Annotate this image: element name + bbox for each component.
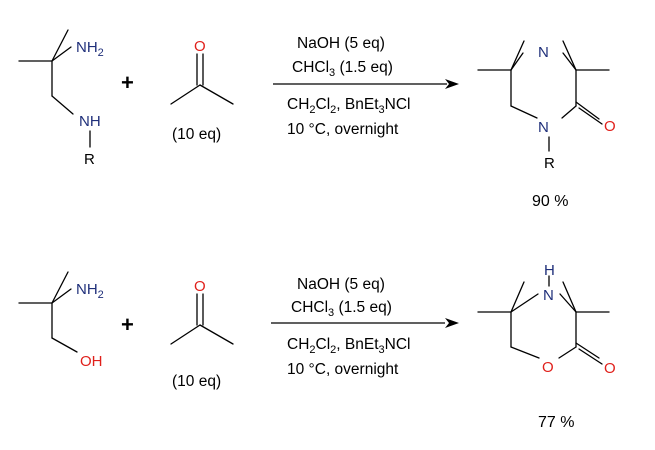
reagent-chcl3: CHCl3 (1.5 eq) [292, 59, 393, 79]
r-group-label: R [84, 151, 95, 168]
lactam-oxygen-label: O [604, 118, 616, 135]
morpholinone-product: H N O O [477, 262, 616, 377]
carbonyl-oxygen-label: O [194, 278, 206, 295]
temperature-time: 10 °C, overnight [287, 361, 399, 378]
product-r-group-label: R [544, 155, 555, 172]
amine-nh2-label: NH2 [76, 281, 104, 301]
acetone-reactant: O (10 eq) [170, 278, 234, 390]
ring-n-label: N [543, 287, 554, 304]
amine-nh-label: NH [79, 113, 101, 130]
reagent-naoh: NaOH (5 eq) [297, 276, 385, 293]
solvent-catalyst: CH2Cl2, BnEt3NCl [287, 336, 410, 356]
temperature-time: 10 °C, overnight [287, 121, 399, 138]
ring-h-label: H [544, 262, 555, 279]
aminoalcohol-reactant: NH2 OH [18, 271, 104, 370]
solvent-catalyst: CH2Cl2, BnEt3NCl [287, 96, 410, 116]
lactone-oxygen-label: O [604, 360, 616, 377]
reaction-arrow [273, 79, 459, 89]
reagent-naoh: NaOH (5 eq) [297, 35, 385, 52]
hydroxyl-label: OH [80, 353, 103, 370]
acetone-reactant: O (10 eq) [170, 38, 234, 143]
ring-nh-label: N [538, 44, 549, 61]
ring-n-label: N [538, 119, 549, 136]
yield-label: 77 % [538, 414, 574, 431]
reaction-2: NH2 OH + O (10 eq) NaOH (5 eq) CHCl3 (1.… [18, 262, 616, 431]
ring-oxygen-label: O [542, 359, 554, 376]
reagent-chcl3: CHCl3 (1.5 eq) [291, 299, 392, 319]
piperazinone-product: N N O R [477, 40, 616, 172]
acetone-equiv-label: (10 eq) [172, 373, 221, 390]
yield-label: 90 % [532, 193, 568, 210]
reaction-1: NH2 NH R + O (10 eq) NaOH (5 eq) CHCl3 (… [18, 29, 616, 210]
carbonyl-oxygen-label: O [194, 38, 206, 55]
plus-sign: + [121, 312, 134, 337]
plus-sign: + [121, 70, 134, 95]
diamine-reactant: NH2 NH R [18, 29, 104, 168]
reaction-arrow [271, 318, 459, 328]
acetone-equiv-label: (10 eq) [172, 126, 221, 143]
amine-nh2-label: NH2 [76, 39, 104, 59]
